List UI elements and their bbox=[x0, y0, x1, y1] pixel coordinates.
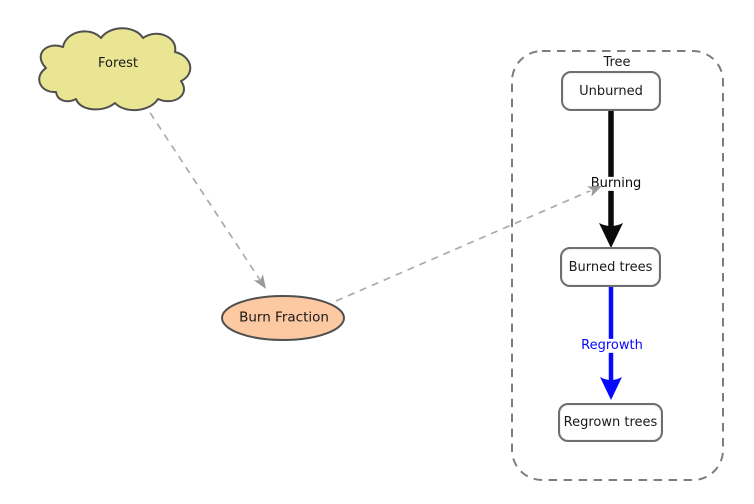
stock-burned-trees-label: Burned trees bbox=[568, 259, 653, 275]
stock-regrown-trees[interactable]: Regrown trees bbox=[558, 403, 663, 442]
forest-cloud-shape[interactable] bbox=[38, 27, 192, 111]
flow-burning-label[interactable]: Burning bbox=[588, 175, 644, 192]
tree-container-title[interactable]: Tree bbox=[603, 54, 631, 70]
stock-regrown-trees-label: Regrown trees bbox=[563, 415, 658, 430]
link-burn-fraction-to-burning[interactable] bbox=[335, 189, 593, 302]
stock-unburned[interactable]: Unburned bbox=[561, 71, 661, 111]
burn-fraction-node-label[interactable]: Burn Fraction bbox=[239, 309, 329, 326]
stock-burned-trees[interactable]: Burned trees bbox=[560, 247, 661, 287]
flow-burning-arrowhead-icon bbox=[599, 223, 623, 248]
stock-unburned-label: Unburned bbox=[579, 83, 643, 99]
flow-regrowth-arrowhead-icon bbox=[600, 377, 622, 400]
tree-container-border[interactable] bbox=[511, 50, 724, 481]
burn-fraction-ellipse-shape[interactable] bbox=[221, 295, 345, 341]
forest-node-label[interactable]: Forest bbox=[98, 55, 138, 71]
flow-regrowth-label[interactable]: Regrowth bbox=[579, 337, 645, 354]
link-forest-arrowhead-icon bbox=[253, 274, 266, 289]
link-forest-to-burn-fraction[interactable] bbox=[142, 101, 261, 281]
